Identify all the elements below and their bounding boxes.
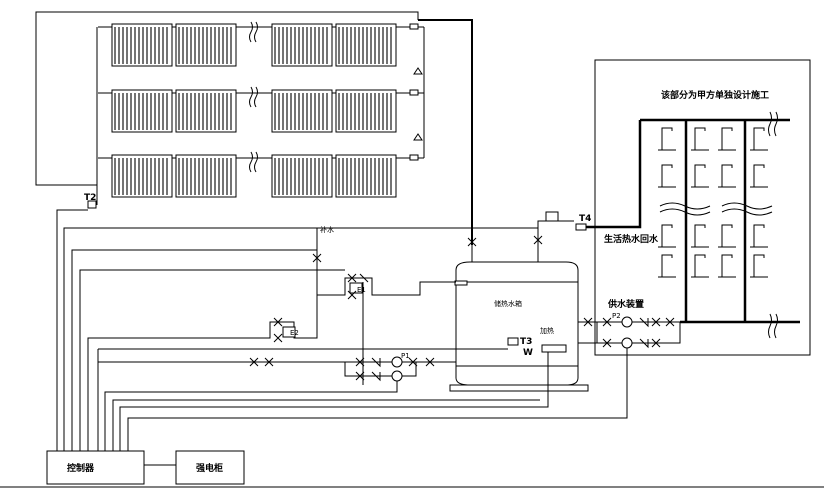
supply-device: P2 供水装置 <box>578 298 800 349</box>
control-wiring <box>56 209 628 466</box>
pump-p2-icon <box>621 316 633 328</box>
pump-p1b-icon <box>391 370 403 382</box>
tap-fixture <box>750 127 768 151</box>
tap-fixture <box>691 224 709 248</box>
collector-panel <box>335 89 397 133</box>
label-p1: P1 <box>401 352 410 360</box>
collector-panel <box>175 89 237 133</box>
tap-fixture <box>750 164 768 188</box>
sensor-t2: T2 <box>84 193 97 209</box>
tap-fixture <box>691 254 709 278</box>
label-tank: 储热水箱 <box>494 299 522 308</box>
tap-fixture <box>658 127 676 151</box>
solar-collector-array <box>111 23 397 198</box>
power-cabinet-box: 强电柜 <box>175 450 245 485</box>
label-e2: E2 <box>290 329 299 337</box>
collector-panel <box>271 23 333 67</box>
tap-fixture <box>658 224 676 248</box>
collector-panel <box>111 89 173 133</box>
controller-box: 控制器 <box>46 450 145 485</box>
collector-piping <box>35 11 473 245</box>
label-t3: T3 <box>520 337 532 347</box>
collector-panel <box>175 154 237 198</box>
collector-panel <box>271 89 333 133</box>
tap-fixture <box>750 224 768 248</box>
collector-panel <box>271 154 333 198</box>
tap-fixture <box>658 254 676 278</box>
tap-fixture <box>691 127 709 151</box>
pump-p1-icon <box>391 356 403 368</box>
label-t4: T4 <box>579 214 591 224</box>
tap-fixture <box>658 164 676 188</box>
storage-tank: 储热水箱 加热 T3 W <box>449 261 589 392</box>
tap-fixture <box>718 164 736 188</box>
pump-p2b-icon <box>621 337 633 349</box>
label-p2: P2 <box>612 312 621 320</box>
label-cabinet: 强电柜 <box>196 462 223 474</box>
label-return-note: 生活热水回水 <box>604 233 659 245</box>
tap-fixture <box>691 164 709 188</box>
label-building-note: 该部分为甲方单独设计施工 <box>661 89 769 101</box>
tap-fixture <box>718 127 736 151</box>
label-heater: 加热 <box>540 326 554 335</box>
collector-panel <box>175 23 237 67</box>
tank-piping: T4 补水 E1 E2 P1 <box>72 120 642 385</box>
label-supply-device: 供水装置 <box>607 298 644 310</box>
label-t2: T2 <box>84 193 96 203</box>
label-e1: E1 <box>357 286 366 294</box>
collector-panel <box>111 154 173 198</box>
label-makeup: 补水 <box>320 225 334 234</box>
label-controller: 控制器 <box>67 462 95 474</box>
tap-fixture <box>718 254 736 278</box>
building-region: 该部分为甲方单独设计施工 生活热水回水 <box>594 59 811 356</box>
collector-panel <box>335 154 397 198</box>
collector-panel <box>111 23 173 67</box>
tap-fixture <box>750 254 768 278</box>
break-marks <box>249 21 258 173</box>
tap-fixtures <box>658 127 768 278</box>
tap-fixture <box>718 224 736 248</box>
collector-panel <box>335 23 397 67</box>
label-w: W <box>523 348 533 358</box>
